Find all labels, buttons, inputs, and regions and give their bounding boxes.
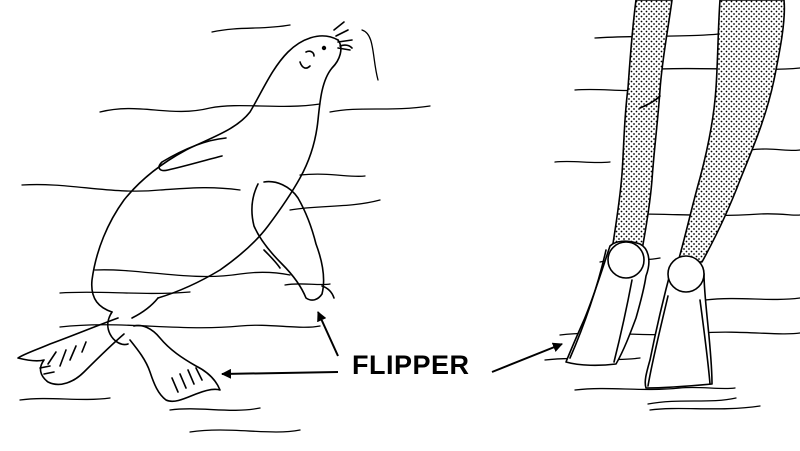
seal-eye — [321, 45, 327, 51]
arrow-to-seal-front-flipper — [317, 311, 339, 357]
right-leg — [677, 0, 786, 263]
seal-belly-outline — [157, 39, 342, 299]
diver-legs-figure — [565, 0, 786, 405]
arrow-to-diver-fin — [491, 342, 563, 373]
arrow-to-seal-rear-flipper — [221, 368, 339, 379]
flipper-label: FLIPPER — [352, 350, 470, 380]
right-heel — [667, 255, 705, 293]
pointer-arrows — [221, 311, 563, 379]
seal-left-rear-flipper — [17, 317, 125, 386]
seal-top-flipper — [158, 137, 227, 172]
seal-front-flipper — [251, 180, 325, 301]
seal-right-rear-flipper — [129, 324, 221, 403]
left-heel — [607, 241, 645, 279]
seal-whiskers — [333, 21, 353, 51]
seal-figure — [17, 21, 353, 403]
